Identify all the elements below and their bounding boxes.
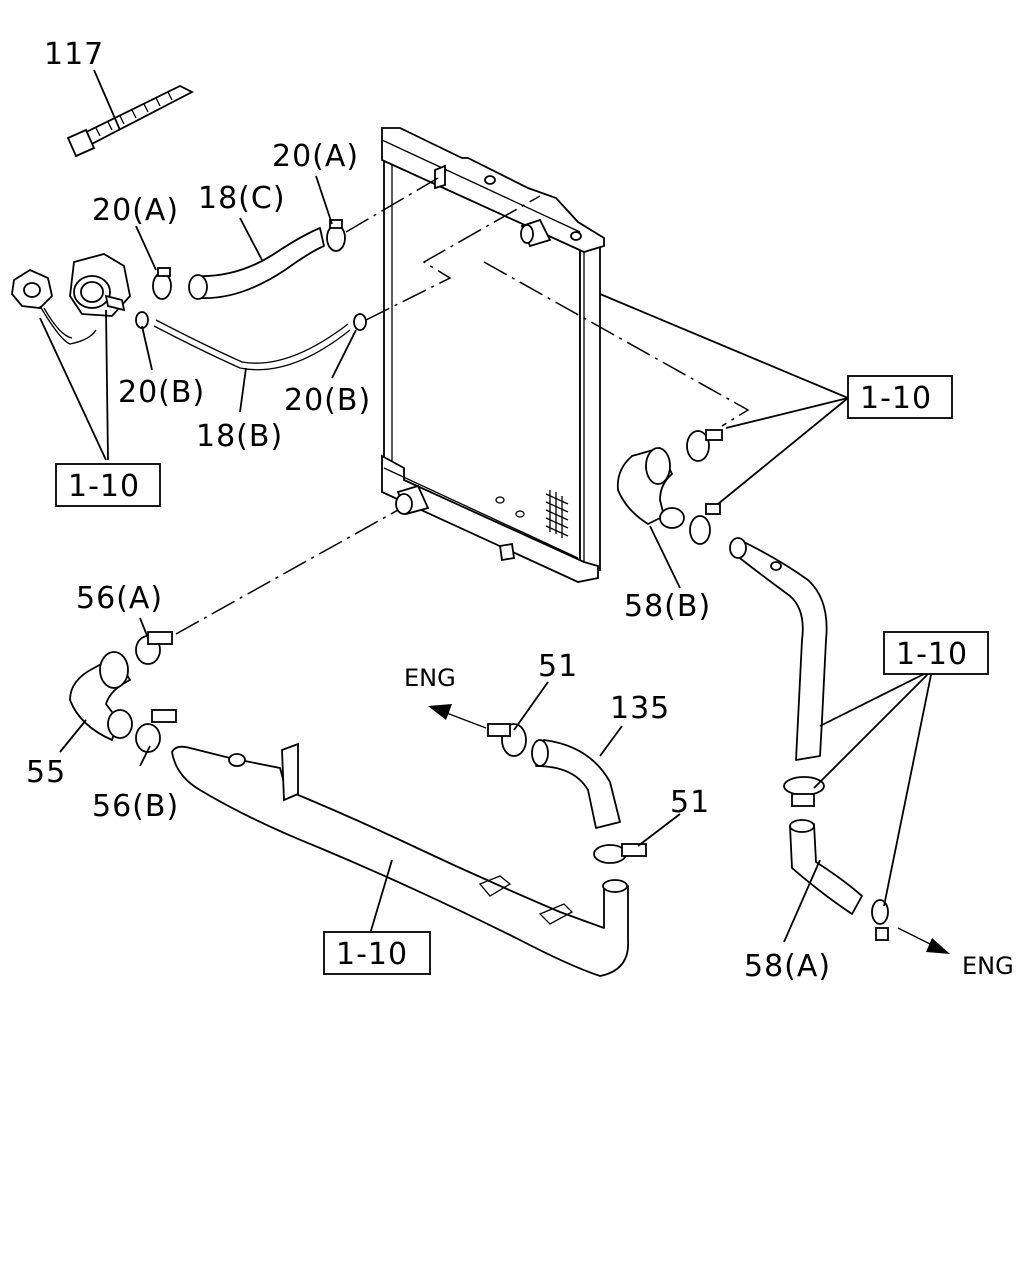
label-58a: 58(A) <box>744 949 831 984</box>
clamp-20b-left <box>135 311 149 329</box>
label-135: 135 <box>610 691 670 726</box>
pipe-right <box>729 537 828 761</box>
clamp-20a-left <box>152 267 172 300</box>
ref-label-right-mid: 1-10 <box>896 637 968 672</box>
clamp-20a-top <box>326 219 346 252</box>
label-117: 117 <box>44 37 104 72</box>
clamp-51-top <box>487 723 527 757</box>
clamp-58b-bottom <box>689 503 721 545</box>
eng-arrow-right: ENG <box>897 927 1014 980</box>
clamp-20b-right <box>353 313 367 331</box>
leader-18b-radiator <box>365 195 541 321</box>
clamp-51-bottom <box>593 843 647 864</box>
ref-label-bottom: 1-10 <box>336 937 408 972</box>
ref-box-right-mid: 1-10 <box>883 631 989 675</box>
label-20b-left: 20(B) <box>118 375 205 410</box>
label-56a: 56(A) <box>76 581 163 616</box>
hose-58b <box>616 447 685 529</box>
eng-arrow-left: ENG <box>404 664 487 729</box>
label-leaders <box>39 69 933 943</box>
label-51-bottom: 51 <box>670 785 710 820</box>
label-58b: 58(B) <box>624 589 711 624</box>
clamp-58a-top <box>783 776 825 807</box>
clamp-56a <box>135 631 173 665</box>
clamp-56b <box>135 709 177 753</box>
hose-135 <box>531 739 621 829</box>
label-55: 55 <box>26 755 66 790</box>
label-20b-right: 20(B) <box>284 383 371 418</box>
ref-box-right-top: 1-10 <box>847 375 953 419</box>
leader-18c-radiator <box>345 177 439 233</box>
hose-55 <box>69 651 133 741</box>
pipe-lower <box>171 742 629 977</box>
hose-18c <box>188 227 325 300</box>
leader-58b-radiator <box>483 261 750 427</box>
eng-label-right: ENG <box>962 952 1014 980</box>
ref-label-left: 1-10 <box>68 469 140 504</box>
cable-tie <box>66 84 194 158</box>
ref-box-left: 1-10 <box>55 463 161 507</box>
label-18c: 18(C) <box>198 181 286 216</box>
label-56b: 56(B) <box>92 789 179 824</box>
leader-55-radiator <box>175 509 399 635</box>
label-20a-top: 20(A) <box>272 139 359 174</box>
ref-label-right-top: 1-10 <box>860 381 932 416</box>
eng-label-left: ENG <box>404 664 456 692</box>
clamp-58b-top <box>686 429 723 462</box>
label-18b: 18(B) <box>196 419 283 454</box>
hose-18b <box>153 319 351 371</box>
radiator <box>381 127 605 583</box>
hose-58a <box>789 819 863 915</box>
clamp-58a-bottom <box>871 899 889 941</box>
filler-neck <box>69 253 131 317</box>
radiator-cap <box>11 268 97 345</box>
ref-box-bottom: 1-10 <box>323 931 431 975</box>
label-51-top: 51 <box>538 649 578 684</box>
label-20a-left: 20(A) <box>92 193 179 228</box>
